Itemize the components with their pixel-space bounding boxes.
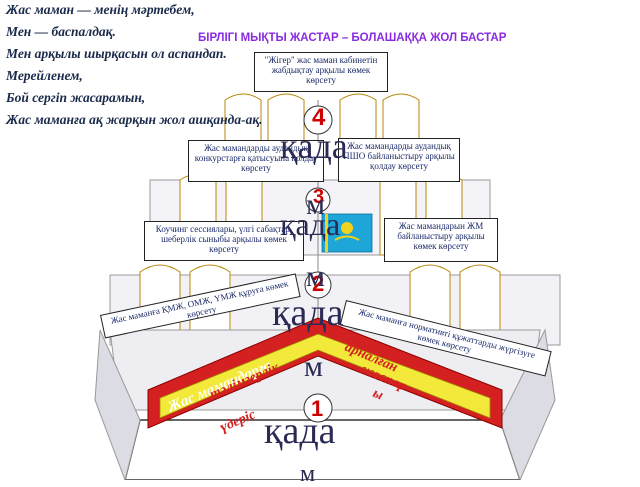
band-yellow-inner [159,333,491,419]
step-4-circle [303,105,333,135]
step-2-number: 2 [312,271,325,296]
box-top-cabinet: "Жігер" жас маман кабинетін жабдықтау ар… [254,52,388,92]
poem-line-4: Мерейленем, [6,68,83,83]
step-2-circle [304,271,332,299]
step-3-label-tail: м [306,260,325,293]
step-3-circle [305,187,331,213]
step-4-label-tail: м [306,188,325,221]
step-4-label: қада [280,126,348,166]
step-1-label: қада [264,410,336,452]
box-left-middle-coaching: Коучинг сессиялары, үлгі сабақтар, шебер… [144,221,304,261]
poem-line-6: Жас маманға ақ жарқын жол ашқанда-ақ. [6,112,263,127]
step-1-number: 1 [311,396,324,421]
box-right-upper-pshoo: Жас мамандарды аудандық ПШО байланыстыру… [338,138,460,182]
step-2-label-tail: м [304,350,323,383]
box-left-upper-contests: Жас мамандарды аудандық конкурстарға қат… [188,140,324,182]
flag [321,213,373,253]
poem-line-3: Мен арқылы шырқасын ол аспандап. [6,46,227,61]
step-3-label: қада [280,206,341,242]
poem-line-1: Жас маман — менің мәртебем, [6,2,195,17]
step-1-label-tail: м [300,461,316,487]
step-3-number: 3 [313,186,325,208]
poem-line-5: Бой сергіп жасарамын, [6,90,146,105]
step-4-number: 4 [312,104,326,131]
step-1-circle [303,393,333,423]
box-flap-left [94,329,141,480]
box-right-middle-jm: Жас мамандарын ЖМ байланыстыру арқылы кө… [384,218,498,262]
poem-line-2: Мен — баспалдақ. [6,24,116,39]
step-2-label: қада [272,292,344,334]
slogan: БІРЛІГІ МЫҚТЫ ЖАСТАР – БОЛАШАҚҚА ЖОЛ БАС… [198,32,507,44]
